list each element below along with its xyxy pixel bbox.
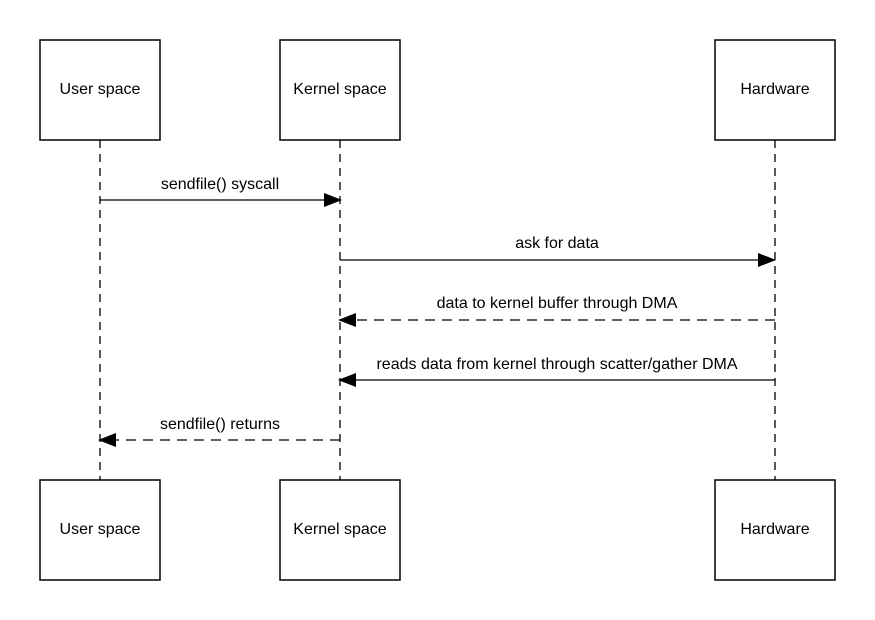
- message-label: reads data from kernel through scatter/g…: [376, 356, 737, 373]
- participant-user-bottom: User space: [39, 479, 161, 581]
- arrowhead: [338, 373, 356, 387]
- participant-label: Kernel space: [293, 521, 386, 538]
- message-label: sendfile() returns: [160, 416, 280, 433]
- participant-hardware-top: Hardware: [714, 39, 836, 141]
- message-data-to-kernel-buffer: data to kernel buffer through DMA: [338, 295, 775, 327]
- message-sendfile-returns: sendfile() returns: [98, 416, 340, 447]
- message-label: ask for data: [515, 235, 599, 252]
- message-label: data to kernel buffer through DMA: [437, 295, 678, 312]
- arrowhead: [324, 193, 342, 207]
- participant-user-top: User space: [39, 39, 161, 141]
- message-reads-data-scatter-gather: reads data from kernel through scatter/g…: [338, 356, 775, 387]
- participant-hardware-bottom: Hardware: [714, 479, 836, 581]
- message-ask-for-data: ask for data: [340, 235, 776, 267]
- participant-label: User space: [60, 521, 141, 538]
- participant-label: Kernel space: [293, 81, 386, 98]
- arrowhead: [98, 433, 116, 447]
- participant-label: Hardware: [740, 521, 809, 538]
- participant-label: User space: [60, 81, 141, 98]
- participant-kernel-top: Kernel space: [279, 39, 401, 141]
- arrowhead: [338, 313, 356, 327]
- message-label: sendfile() syscall: [161, 176, 279, 193]
- participant-label: Hardware: [740, 81, 809, 98]
- message-sendfile-syscall: sendfile() syscall: [100, 176, 342, 207]
- arrowhead: [758, 253, 776, 267]
- participant-kernel-bottom: Kernel space: [279, 479, 401, 581]
